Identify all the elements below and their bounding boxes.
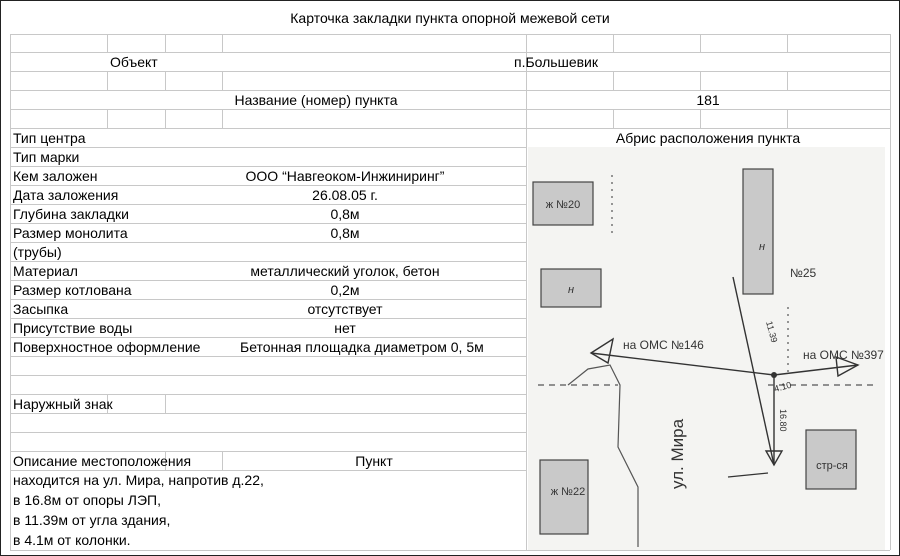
location-label: Описание местоположения [13, 453, 192, 469]
distance-1139: 11.39 [764, 320, 779, 344]
building-25-label: №25 [790, 266, 817, 280]
material-label: Материал [13, 263, 78, 279]
survey-point [771, 372, 777, 378]
date-label: Дата заложения [13, 187, 119, 203]
building-20 [532, 181, 594, 226]
building-construction [805, 429, 857, 490]
card-title: Карточка закладки пункта опорной межевой… [290, 10, 610, 26]
material-value: металлический уголок, бетон [250, 263, 440, 279]
depth-label: Глубина закладки [13, 206, 129, 222]
monolith-label-2: (трубы) [13, 244, 62, 260]
laid-by-label: Кем заложен [13, 168, 98, 184]
water-label: Присутствие воды [13, 320, 133, 336]
mark-type-label: Тип марки [13, 149, 80, 165]
backfill-label: Засыпка [13, 301, 69, 317]
building-n-left-label: н [568, 284, 574, 296]
building-n-left [540, 268, 602, 308]
surface-label: Поверхностное оформление [13, 339, 201, 355]
backfill-value: отсутствует [307, 301, 383, 317]
water-value: нет [334, 320, 356, 336]
building-n-top-label: н [759, 241, 765, 253]
curb-line [567, 364, 639, 547]
building-n-top [742, 168, 774, 295]
arrow-oms-146 [589, 337, 615, 365]
monolith-label: Размер монолита [13, 225, 128, 241]
street-label: ул. Мира [668, 418, 687, 489]
distance-410: 4.10 [773, 380, 793, 394]
sketch-title: Абрис расположения пункта [615, 130, 801, 146]
ray-to-oms-397 [773, 364, 859, 376]
arrow-oms-397 [835, 355, 860, 378]
center-type-label: Тип центра [13, 130, 86, 146]
building-22 [539, 459, 589, 535]
location-line-1: находится на ул. Мира, напротив д.22, [13, 472, 264, 488]
oms-146-label: на ОМС №146 [623, 338, 704, 352]
distance-1680: 16.80 [778, 409, 788, 432]
surface-value: Бетонная площадка диаметром 0, 5м [240, 339, 484, 355]
pole-marker [764, 450, 784, 467]
pit-value: 0,2м [330, 282, 360, 298]
building-construction-label: стр-ся [816, 460, 848, 472]
oms-397-label: на ОМС №397 [803, 348, 884, 362]
sketch-drawing: ж №20 н н №25 ж №22 стр-ся на ОМС №146 н… [532, 168, 884, 547]
point-name-label: Название (номер) пункта [234, 92, 398, 108]
building-22-label: ж №22 [551, 486, 585, 498]
location-line-3: в 11.39м от угла здания, [13, 512, 171, 528]
building-20-label: ж №20 [546, 199, 580, 211]
location-line-4: в 4.1м от колонки. [13, 532, 131, 548]
short-arrow [727, 472, 769, 478]
laid-by-value: ООО “Навгеоком-Инжиниринг” [245, 168, 445, 184]
pit-label: Размер котлована [13, 282, 132, 298]
ray-to-oms-146 [590, 352, 775, 376]
monolith-value: 0,8м [330, 225, 360, 241]
object-value: п.Большевик [514, 54, 598, 70]
location-header-word: Пункт [355, 453, 393, 469]
date-value: 26.08.05 г. [312, 187, 378, 203]
depth-value: 0,8м [330, 206, 360, 222]
measure-line-1139 [732, 276, 775, 466]
point-name-value: 181 [696, 92, 720, 108]
location-sketch: ж №20 н н №25 ж №22 стр-ся на ОМС №146 н… [528, 147, 885, 550]
object-label: Объект [110, 54, 158, 70]
location-line-2: в 16.8м от опоры ЛЭП, [13, 492, 161, 508]
outer-sign-label: Наружный знак [13, 396, 113, 412]
